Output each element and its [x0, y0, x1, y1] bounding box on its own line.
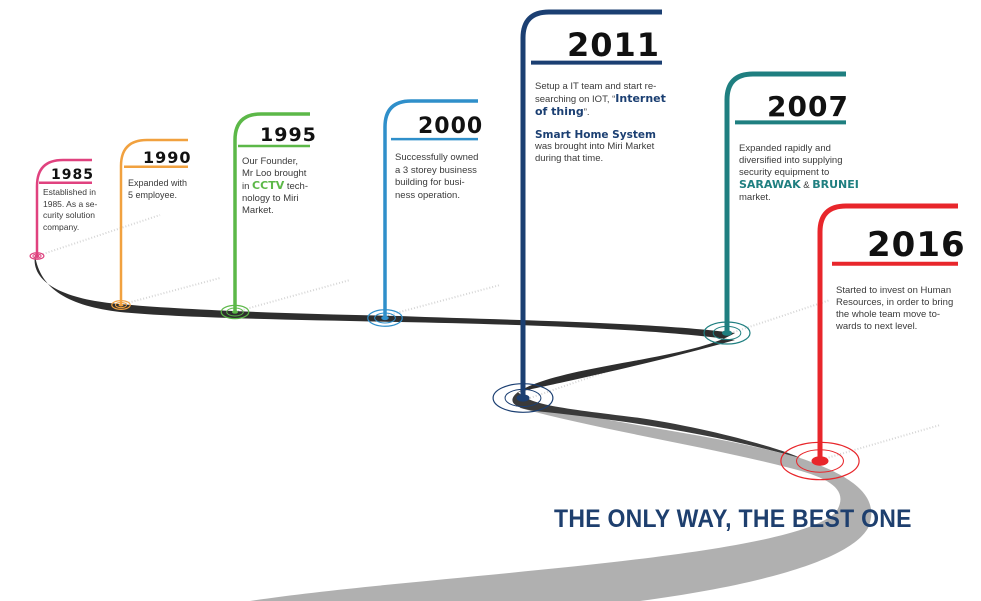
description-line: Market. [242, 205, 308, 217]
description-line: SARAWAK & BRUNEI [739, 179, 859, 192]
text-fragment: a 3 storey business [395, 164, 477, 176]
description-line: Our Founder, [242, 156, 308, 168]
milestone-flag-2011 [492, 9, 662, 413]
milestone-flag-2000 [367, 99, 478, 327]
description-line: Successfully owned [395, 152, 478, 165]
milestone-flag-2007 [703, 71, 846, 345]
text-fragment: diversified into supplying [739, 155, 843, 166]
text-fragment: Resources, in order to bring [836, 297, 954, 308]
highlight-text: BRUNEI [812, 178, 859, 191]
highlight-text: of thing [535, 105, 584, 118]
milestone-flag-1985 [29, 158, 92, 260]
milestone-description: Expanded with 5 employee. [128, 177, 187, 201]
year-label: 1995 [260, 124, 317, 146]
description-line: of thing”. [535, 106, 666, 119]
description-line: searching on IOT, “Internet [535, 93, 666, 106]
text-fragment: security equipment to [739, 167, 830, 178]
description-line: a 3 storey business [395, 165, 478, 178]
description-line: Resources, in order to bring [836, 297, 953, 309]
description-line: was brought into Miri Market [535, 141, 655, 152]
flag-pole [233, 112, 310, 312]
text-fragment: tech- [284, 181, 308, 192]
road-far-section [34, 255, 735, 392]
highlight-text: CCTV [252, 179, 285, 192]
description-line: Setup a IT team and start re- [535, 81, 666, 93]
text-fragment: company. [43, 221, 80, 232]
road-mid-section [512, 392, 800, 458]
description-line: ness operation. [395, 190, 478, 203]
text-fragment: 1985. As a se- [43, 198, 98, 209]
description-line: Expanded with [128, 177, 187, 189]
text-fragment: Mr Loo brought [242, 168, 307, 179]
description-line: nology to Miri [242, 193, 308, 205]
year-label: 2000 [418, 114, 484, 139]
text-fragment: wards to next level. [836, 321, 918, 332]
text-fragment: Expanded with [128, 178, 188, 188]
description-line: market. [739, 192, 859, 204]
text-fragment: Established in [43, 187, 96, 197]
perspective-lines [39, 214, 941, 461]
text-fragment: Successfully owned [395, 152, 479, 163]
text-fragment: market. [739, 192, 771, 203]
highlight-text: SARAWAK [739, 178, 801, 191]
description-line: Started to invest on Human [836, 285, 953, 297]
text-fragment: searching on IOT, “ [535, 94, 616, 105]
text-fragment: the whole team move to- [836, 309, 941, 320]
flag-pole [724, 71, 846, 333]
text-fragment: in [242, 181, 253, 192]
text-fragment: 5 employee. [128, 190, 178, 200]
flag-pole [383, 99, 478, 318]
milestone-flag-1995 [220, 112, 310, 320]
year-label: 1985 [51, 167, 94, 183]
text-fragment: Our Founder, [242, 156, 298, 167]
text-fragment: ”. [583, 107, 590, 118]
description-line: Expanded rapidly and [739, 143, 859, 155]
year-label: 1990 [143, 148, 192, 167]
description-line: diversified into supplying [739, 155, 859, 167]
text-fragment: Setup a IT team and start re- [535, 81, 657, 92]
flag-pole [520, 9, 662, 398]
year-label: 2011 [567, 26, 661, 64]
description-line: curity solution [43, 210, 97, 222]
text-fragment: Expanded rapidly and [739, 143, 831, 154]
description-line: 5 employee. [128, 189, 187, 201]
milestone-flag-2016 [780, 203, 958, 481]
description-line: wards to next level. [836, 321, 953, 333]
description-line: company. [43, 222, 97, 234]
text-fragment: Started to invest on Human [836, 285, 952, 296]
text-fragment: nology to Miri [242, 193, 299, 204]
description-line: Established in [43, 187, 97, 199]
flag-pole [119, 138, 188, 305]
description-line: in CCTV tech- [242, 180, 308, 193]
year-label: 2007 [767, 90, 849, 123]
year-label: 2016 [867, 225, 966, 265]
milestone-description: Setup a IT team and start re-searching o… [535, 81, 666, 165]
flag-pole [35, 158, 92, 256]
text-fragment: Market. [242, 205, 274, 216]
description-line: during that time. [535, 153, 604, 164]
description-line: building for busi- [395, 177, 478, 190]
flag-pole [817, 203, 958, 461]
subtitle-highlight: Smart Home System [535, 129, 656, 141]
text-fragment: ness operation. [395, 189, 460, 201]
text-fragment: building for busi- [395, 177, 465, 188]
text-fragment: & [800, 180, 813, 191]
milestone-flag-1990 [111, 138, 188, 311]
road-near-section [250, 398, 872, 601]
description-line: the whole team move to- [836, 309, 953, 321]
text-fragment: curity solution [43, 210, 95, 220]
description-line: 1985. As a se- [43, 199, 97, 211]
description-line: security equipment to [739, 167, 859, 179]
slogan: THE ONLY WAY, THE BEST ONE [554, 505, 912, 533]
highlight-text: Internet [615, 92, 666, 105]
description-line: Mr Loo brought [242, 168, 308, 180]
